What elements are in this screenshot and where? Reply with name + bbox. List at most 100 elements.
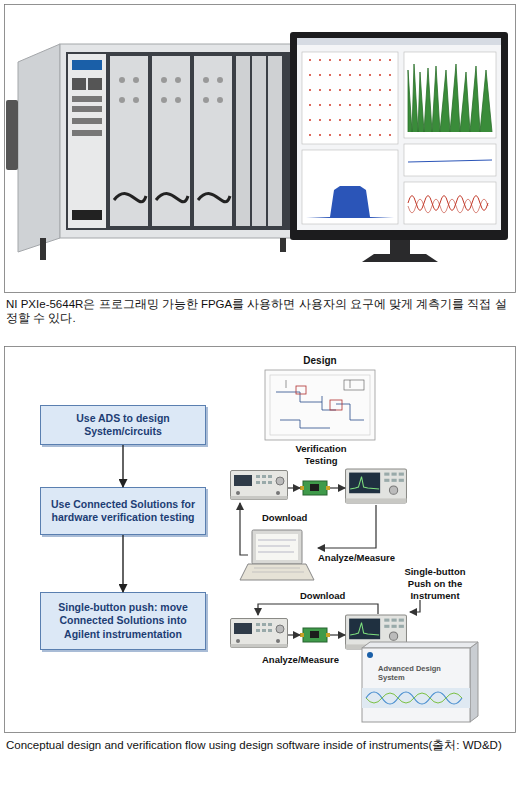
monitor-part-part <box>339 104 341 106</box>
figure-caption: Conceptual design and verification flow … <box>6 738 514 752</box>
monitor-part-part <box>339 74 341 76</box>
figure-frame-part <box>5 347 516 733</box>
laptop-part <box>258 540 296 552</box>
monitor-part <box>408 64 492 132</box>
pxi-chassis-part <box>156 194 188 202</box>
stage-label: Verification Testing <box>282 443 360 467</box>
software-box-part <box>366 692 462 704</box>
pxi-chassis-part <box>217 97 223 103</box>
monitor-part-part <box>389 89 391 91</box>
monitor-part-part <box>339 89 341 91</box>
monitor-part <box>302 150 398 224</box>
monitor-part <box>390 240 410 254</box>
laptop-part <box>252 530 302 564</box>
monitor-part <box>297 38 501 230</box>
design-schematic-part <box>296 386 306 394</box>
monitor-part-part <box>319 134 321 136</box>
process-box: Use ADS to design System/circuits <box>40 405 206 445</box>
pxi-chassis-part <box>72 60 102 70</box>
design-schematic-part <box>330 400 342 410</box>
design-schematic-part <box>276 392 364 420</box>
laptop-part <box>256 534 298 560</box>
monitor-part <box>408 199 488 213</box>
monitor-part-part <box>329 89 331 91</box>
pxi-chassis-part <box>161 77 167 83</box>
pxi-chassis-part <box>119 97 125 103</box>
monitor-part-part <box>359 134 361 136</box>
pxi-chassis-part <box>110 56 148 226</box>
monitor-part-part <box>319 59 321 61</box>
figure-frame <box>5 5 516 733</box>
monitor-part-part <box>339 134 341 136</box>
flow-arrow-part <box>318 505 376 548</box>
monitor <box>290 32 508 262</box>
verification-setup-part <box>231 471 288 500</box>
flow-arrow <box>240 503 376 555</box>
monitor-part-part <box>379 134 381 136</box>
monitor-part-part <box>309 89 311 91</box>
monitor-part-part <box>339 119 341 121</box>
design-schematic <box>265 370 375 440</box>
monitor-part-part <box>379 74 381 76</box>
monitor-part-part <box>349 59 351 61</box>
software-box-part <box>362 648 470 722</box>
monitor-part-part <box>319 89 321 91</box>
monitor-part-part <box>349 104 351 106</box>
flow-arrow-part <box>240 503 248 555</box>
monitor-part <box>362 254 438 262</box>
monitor-part-part <box>389 134 391 136</box>
pxi-chassis-part <box>72 78 86 90</box>
monitor-part <box>404 52 496 138</box>
pxi-chassis-part <box>72 118 102 124</box>
monitor-part <box>297 38 501 45</box>
monitor-part-part <box>359 104 361 106</box>
pxi-chassis-part <box>66 52 294 230</box>
pxi-chassis-part <box>268 56 282 226</box>
verification-setup-part <box>300 481 330 495</box>
monitor-part <box>408 196 488 211</box>
pxi-chassis-part <box>198 194 230 202</box>
stage-label: Single-button Push on the Instrument <box>392 566 478 602</box>
pxi-chassis-part <box>280 238 286 252</box>
monitor-part-part <box>309 104 311 106</box>
monitor-part-part <box>329 119 331 121</box>
instrument-setup-part <box>300 628 330 642</box>
design-schematic-part <box>344 380 364 390</box>
monitor-part-part <box>349 89 351 91</box>
monitor-part-part <box>319 74 321 76</box>
pxi-chassis-part <box>252 56 266 226</box>
monitor-part-part <box>339 59 341 61</box>
pxi-chassis-part <box>72 210 102 220</box>
software-box <box>362 642 478 722</box>
arrow-label: Analyze/Measure <box>318 552 414 564</box>
monitor-part-part <box>329 59 331 61</box>
monitor-part-part <box>389 119 391 121</box>
pxi-chassis-part <box>161 97 167 103</box>
monitor-part-part <box>369 74 371 76</box>
arrow-label: Analyze/Measure <box>262 654 358 666</box>
design-schematic-part <box>286 380 350 388</box>
arrow-label: Download <box>262 512 332 524</box>
photo-caption: NI PXIe-5644R은 프로그래밍 가능한 FPGA를 사용하면 사용자의… <box>6 297 514 326</box>
flow-arrow <box>122 535 123 592</box>
stage-label: Design <box>290 355 350 368</box>
pxi-chassis-part <box>203 77 209 83</box>
monitor-part-part <box>369 89 371 91</box>
instrument-setup-part <box>231 619 288 648</box>
monitor-part-part <box>309 74 311 76</box>
monitor-part-part <box>369 134 371 136</box>
monitor-part-part <box>329 104 331 106</box>
monitor-part-part <box>369 104 371 106</box>
monitor-part <box>290 32 508 240</box>
monitor-part-part <box>379 104 381 106</box>
monitor-part-part <box>389 104 391 106</box>
monitor-part-part <box>359 59 361 61</box>
monitor-part-part <box>309 134 311 136</box>
box-text: Use ADS to design System/circuits <box>47 412 199 438</box>
pxi-chassis-part <box>6 100 18 170</box>
pxi-chassis-part <box>40 238 46 260</box>
pxi-chassis-part <box>88 78 102 90</box>
pxi-chassis-part <box>175 97 181 103</box>
monitor-part-part <box>329 74 331 76</box>
